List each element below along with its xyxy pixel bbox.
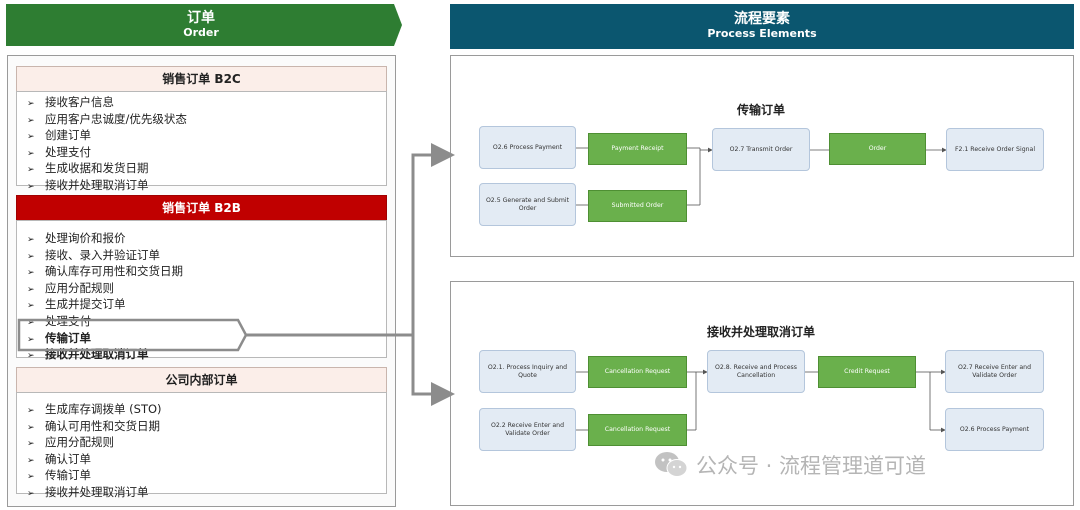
arrow-bullet-icon: ➢ — [27, 181, 35, 192]
process-o2-2-node: O2.2 Receive Enter and Validate Order — [479, 408, 576, 451]
intercompany-list-item: ➢ 确认可用性和交货日期 — [27, 419, 162, 436]
arrow-bullet-icon: ➢ — [27, 301, 35, 312]
intercompany-list-item: ➢ 接收并处理取消订单 — [27, 485, 162, 502]
list-item-label: 确认库存可用性和交货日期 — [45, 264, 183, 279]
list-item-label: 生成库存调拨单 (STO) — [45, 402, 162, 416]
arrow-bullet-icon: ➢ — [27, 422, 35, 433]
list-item-label: 应用分配规则 — [45, 435, 114, 450]
process-o2-6-node: O2.6 Process Payment — [479, 126, 576, 169]
watermark: 公众号 · 流程管理道可道 — [654, 450, 926, 480]
submitted-order-data-node: Submitted Order — [588, 190, 687, 222]
arrow-bullet-icon: ➢ — [27, 488, 35, 499]
b2c-section-title: 销售订单 B2C — [16, 66, 387, 92]
b2c-list-item: ➢ 应用客户忠诚度/优先级状态 — [27, 112, 187, 129]
b2c-list-item: ➢ 接收并处理取消订单 — [27, 178, 187, 195]
process-o2-5-node: O2.5 Generate and Submit Order — [479, 183, 576, 226]
list-item-label: 创建订单 — [45, 128, 91, 143]
arrow-bullet-icon: ➢ — [27, 317, 35, 328]
intercompany-list-item: ➢ 确认订单 — [27, 452, 162, 469]
cancel-order-title: 接收并处理取消订单 — [706, 325, 815, 339]
list-item-label: 应用客户忠诚度/优先级状态 — [45, 111, 187, 126]
watermark-text: 公众号 · 流程管理道可道 — [696, 454, 927, 478]
process-header-title-en: Process Elements — [707, 27, 817, 40]
list-item-label: 接收客户信息 — [45, 95, 114, 109]
order-data-node: Order — [829, 133, 926, 165]
b2b-list-item: ➢ 接收、录入并验证订单 — [27, 248, 183, 265]
list-item-label: 确认可用性和交货日期 — [45, 418, 160, 433]
cancellation-request-data-node: Cancellation Request — [588, 356, 687, 388]
process-o2-1-node: O2.1. Process Inquiry and Quote — [479, 350, 576, 393]
intercompany-section-list: ➢ 生成库存调拨单 (STO) ➢ 确认可用性和交货日期 ➢ 应用分配规则 ➢ 确认订单 ➢ 传输… — [16, 392, 387, 499]
list-item-label: 处理支付 — [45, 144, 91, 159]
arrow-bullet-icon: ➢ — [27, 284, 35, 295]
arrow-bullet-icon: ➢ — [27, 406, 35, 416]
credit-request-data-node: Credit Request — [818, 356, 916, 388]
arrow-bullet-icon: ➢ — [27, 115, 35, 126]
cancellation-request-data-node-2: Cancellation Request — [588, 414, 687, 446]
list-item-label: 应用分配规则 — [45, 280, 114, 295]
arrow-bullet-icon: ➢ — [27, 165, 35, 176]
selected-items-highlight — [17, 318, 248, 352]
list-item-label: 接收并处理取消订单 — [45, 484, 149, 499]
list-item-label: 生成收据和发货日期 — [45, 161, 149, 176]
process-f2-1-node: F2.1 Receive Order Signal — [946, 128, 1044, 171]
order-header-title-cn: 订单 — [187, 10, 215, 26]
b2b-list-item: ➢ 确认库存可用性和交货日期 — [27, 264, 183, 281]
b2c-list-item: ➢ 接收客户信息 — [27, 95, 187, 112]
list-item-label: 接收、录入并验证订单 — [45, 247, 160, 262]
intercompany-list-item: ➢ 传输订单 — [27, 468, 162, 485]
arrow-bullet-icon: ➢ — [27, 99, 35, 109]
list-item-label: 确认订单 — [45, 451, 91, 466]
cancel-order-panel — [450, 281, 1074, 506]
order-header: 订单 Order — [6, 4, 402, 46]
order-header-chevron — [6, 4, 402, 46]
process-o2-6-payment-node: O2.6 Process Payment — [945, 408, 1044, 451]
arrow-bullet-icon: ➢ — [27, 472, 35, 483]
b2b-section-title: 销售订单 B2B — [16, 195, 387, 221]
b2b-list-item: ➢ 传输订单 — [27, 331, 183, 348]
list-item-label: 生成并提交订单 — [45, 297, 126, 312]
b2c-section-list: ➢ 接收客户信息 ➢ 应用客户忠诚度/优先级状态 ➢ 创建订单 ➢ 处理支付 ➢ 生成收据和发货日… — [16, 91, 387, 192]
arrow-bullet-icon: ➢ — [27, 439, 35, 450]
wechat-icon — [654, 451, 688, 479]
arrow-bullet-icon: ➢ — [27, 351, 35, 362]
process-o2-8-node: O2.8. Receive and Process Cancellation — [707, 350, 805, 393]
arrow-bullet-icon: ➢ — [27, 148, 35, 159]
arrow-bullet-icon: ➢ — [27, 455, 35, 466]
list-item-label: 接收并处理取消订单 — [45, 177, 149, 192]
arrow-bullet-icon: ➢ — [27, 268, 35, 279]
process-elements-header: 流程要素 Process Elements — [450, 4, 1074, 49]
b2b-list-item: ➢ 应用分配规则 — [27, 281, 183, 298]
order-header-title-en: Order — [183, 26, 219, 39]
process-o2-7-transmit-node: O2.7 Transmit Order — [712, 128, 810, 171]
list-item-label: 传输订单 — [45, 468, 91, 483]
intercompany-list-item: ➢ 生成库存调拨单 (STO) — [27, 402, 162, 419]
b2c-list-item: ➢ 生成收据和发货日期 — [27, 161, 187, 178]
arrow-bullet-icon: ➢ — [27, 132, 35, 143]
process-header-title-cn: 流程要素 — [734, 11, 790, 27]
b2b-list-item: ➢ 处理询价和报价 — [27, 231, 183, 248]
b2b-list-item: ➢ 生成并提交订单 — [27, 297, 183, 314]
intercompany-list-item: ➢ 应用分配规则 — [27, 435, 162, 452]
arrow-bullet-icon: ➢ — [27, 251, 35, 262]
transmit-order-title: 传输订单 — [736, 103, 785, 117]
arrow-bullet-icon: ➢ — [27, 235, 35, 245]
connector-to-panels — [246, 143, 455, 337]
list-item-label: 处理询价和报价 — [45, 231, 126, 245]
b2c-list-item: ➢ 创建订单 — [27, 128, 187, 145]
process-o2-7-validate-node: O2.7 Receive Enter and Validate Order — [945, 350, 1044, 393]
b2c-list-item: ➢ 处理支付 — [27, 145, 187, 162]
list-item-label: 传输订单 — [45, 330, 91, 345]
payment-receipt-data-node: Payment Receipt — [588, 133, 687, 165]
arrow-bullet-icon: ➢ — [27, 334, 35, 345]
